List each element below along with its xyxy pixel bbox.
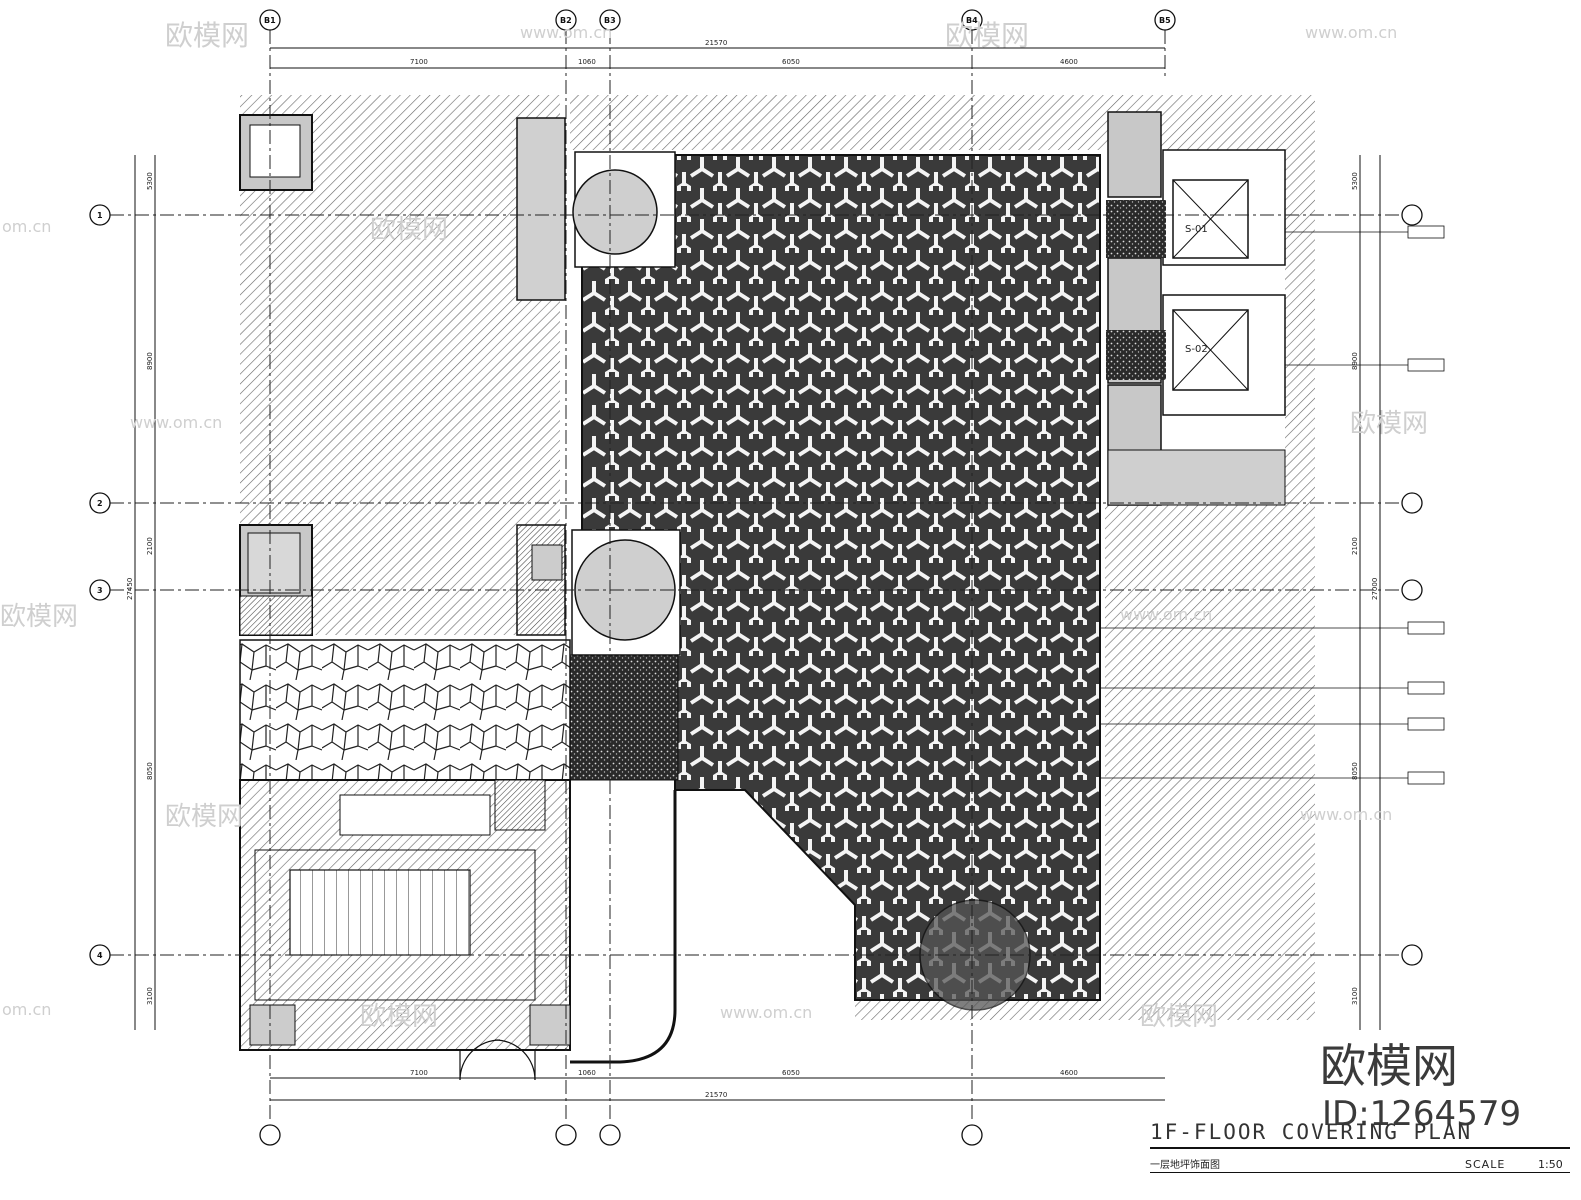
watermark-brand-4: 欧模网 [1350, 409, 1428, 439]
dim-top-seg-1: 7100 [410, 58, 428, 66]
watermark-brand-7: 欧模网 [360, 1002, 438, 1032]
stair-room [239, 779, 571, 1051]
dimension-text: 21570 7100 1060 6050 4600 21570 7100 106… [126, 39, 1379, 1099]
watermark-brand-1: 欧模网 [165, 19, 249, 52]
title-bottom-line [1150, 1172, 1570, 1173]
watermark-site-2: www.om.cn [1305, 23, 1397, 42]
watermark-site-6: www.om.cn [720, 1003, 812, 1022]
stone-paving-area [239, 639, 571, 781]
grid-label-top-b1: B1 [264, 16, 276, 25]
dim-right-seg-5: 3100 [1351, 987, 1359, 1005]
drawing-title: 1F-FLOOR COVERING PLAN [1150, 1120, 1473, 1144]
watermark-short-2: om.cn [2, 1000, 51, 1019]
structural-columns [239, 111, 1286, 636]
dim-left-seg-1: 5300 [146, 172, 154, 190]
grid-label-top-b5: B5 [1159, 16, 1171, 25]
dim-right-total: 27000 [1371, 578, 1379, 600]
elevator-shafts [1106, 149, 1286, 416]
dim-left-seg-3: 2100 [146, 537, 154, 555]
watermark-site-1: www.om.cn [520, 23, 612, 42]
dimension-lines [134, 47, 1381, 1101]
dim-left-total: 27450 [126, 578, 134, 600]
round-columns [571, 151, 1031, 1011]
dim-bottom-seg-4: 4600 [1060, 1069, 1078, 1077]
dim-left-seg-4: 8050 [146, 762, 154, 780]
scale-value: 1:50 [1538, 1158, 1563, 1171]
dim-right-seg-1: 5300 [1351, 172, 1359, 190]
grid-label-top-b3: B3 [604, 16, 616, 25]
dim-top-seg-4: 4600 [1060, 58, 1078, 66]
dim-top-seg-2: 1060 [578, 58, 596, 66]
grid-label-left-4: 4 [97, 951, 103, 960]
entrance-threshold [569, 654, 679, 781]
material-callouts [1100, 225, 1445, 785]
grid-label-top-b4: B4 [966, 16, 978, 25]
watermark-brand-2: 欧模网 [945, 19, 1029, 52]
grid-label-top-b2: B2 [560, 16, 572, 25]
scale-label: SCALE [1465, 1158, 1506, 1171]
grid-label-left-2: 2 [97, 499, 103, 508]
dim-bottom-seg-3: 6050 [782, 1069, 800, 1077]
watermark-brand-6: 欧模网 [165, 802, 243, 832]
curved-wall [570, 790, 677, 1064]
dim-bottom-total: 21570 [705, 1091, 727, 1099]
room-tag-s02: S-02 [1185, 344, 1208, 355]
watermarks: 欧模网 www.om.cn 欧模网 www.om.cn om.cn 欧模网 ww… [0, 19, 1428, 1032]
grid-label-left-1: 1 [97, 211, 103, 220]
brand-watermark: 欧模网 ID:1264579 [1320, 1030, 1570, 1140]
dim-top-seg-3: 6050 [782, 58, 800, 66]
watermark-site-3: www.om.cn [130, 413, 222, 432]
dim-bottom-seg-1: 7100 [410, 1069, 428, 1077]
dim-left-seg-2: 8900 [146, 352, 154, 370]
grid-bubbles [89, 9, 1423, 1146]
dim-right-seg-2: 8900 [1351, 352, 1359, 370]
brand-name: 欧模网 [1320, 1039, 1458, 1093]
dim-top-total: 21570 [705, 39, 727, 47]
grid-label-left-3: 3 [97, 586, 103, 595]
dim-left-seg-5: 3100 [146, 987, 154, 1005]
watermark-short-1: om.cn [2, 217, 51, 236]
room-tag-s01: S-01 [1185, 224, 1208, 235]
watermark-brand-8: 欧模网 [1140, 1002, 1218, 1032]
dim-right-seg-3: 2100 [1351, 537, 1359, 555]
brand-id: ID:1264579 [1322, 1094, 1522, 1134]
dim-right-seg-4: 8050 [1351, 762, 1359, 780]
drawing-subtitle: 一层地坪饰面图 [1150, 1160, 1220, 1171]
watermark-site-5: www.om.cn [1300, 805, 1392, 824]
title-underline [1150, 1147, 1570, 1149]
watermark-brand-5: 欧模网 [0, 602, 78, 632]
drawing-title-block: 1F-FLOOR COVERING PLAN 一层地坪饰面图 SCALE 1:5… [1150, 1120, 1570, 1195]
watermark-site-4: www.om.cn [1120, 605, 1212, 624]
entrance-door [459, 1039, 536, 1081]
grid-labels: B1 B2 B3 B4 B5 1 2 3 4 [97, 16, 1171, 960]
dim-bottom-seg-2: 1060 [578, 1069, 596, 1077]
watermark-brand-3: 欧模网 [370, 215, 448, 245]
grid-axis-lines [110, 30, 1400, 1120]
